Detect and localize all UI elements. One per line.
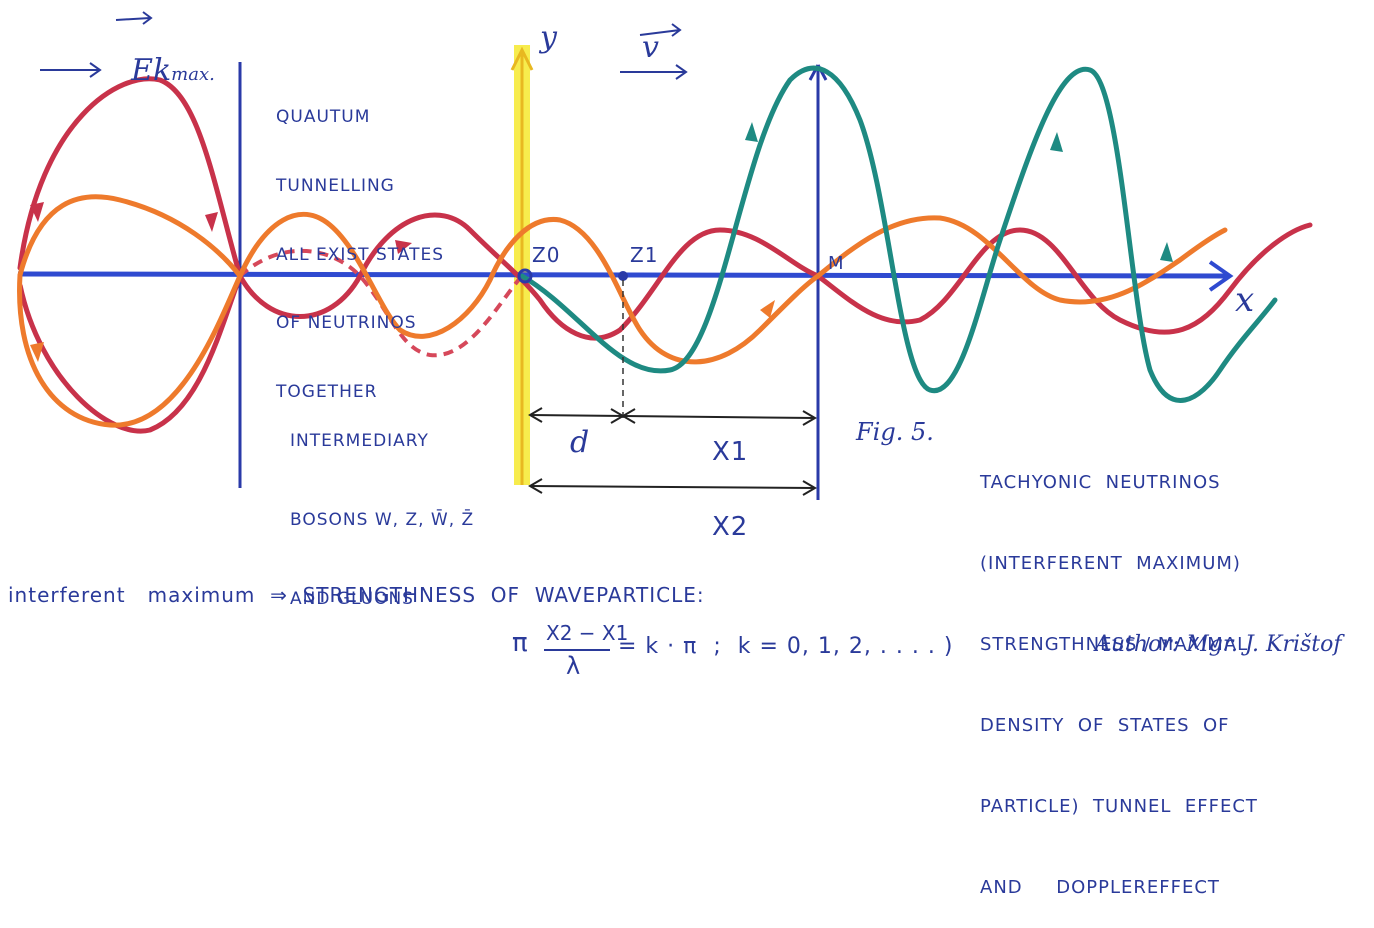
dim-x2-label: X2 <box>712 512 749 542</box>
dim-x1-right-arrow <box>802 410 817 426</box>
formula-right: = k · π ; k = 0, 1, 2, . . . . ) <box>618 634 954 659</box>
y-axis-arrow <box>510 46 534 71</box>
orange-loop-upper <box>17 194 242 278</box>
ek-label: Ekmax. <box>131 53 215 88</box>
teal-arrow-1 <box>745 122 758 142</box>
bosons-note: INTERMEDIARY BOSONS W, Z, W̄, Z̄ AND GLU… <box>290 430 475 609</box>
x-axis-arrow <box>1208 260 1234 292</box>
ek-vector-bar <box>115 17 151 21</box>
dim-x2-right-arrow <box>802 480 817 496</box>
formula-denominator: λ <box>566 652 582 680</box>
orange-wave <box>17 212 1228 428</box>
teal-arrow-3 <box>1160 242 1173 262</box>
figure-label: Fig. 5. <box>856 418 934 446</box>
dim-x1-left-arrow <box>621 408 636 424</box>
formula-numerator: X2 − X1 <box>546 621 629 645</box>
point-z0-label: Z0 <box>532 243 561 267</box>
point-m-label: M <box>828 253 845 274</box>
dim-x2 <box>529 485 816 489</box>
dim-d-left-arrow <box>528 407 543 423</box>
red-arrow-2 <box>30 202 44 222</box>
dim-d-label: d <box>570 425 590 460</box>
dim-d-x1 <box>529 414 816 419</box>
ek-vector-head <box>142 11 153 25</box>
point-z1 <box>618 271 628 281</box>
teal-arrow-2 <box>1050 132 1063 152</box>
red-arrow-1 <box>205 212 218 232</box>
dim-x1-label: X1 <box>712 437 749 467</box>
interferent-line: interferent maximum ⇒ STRENGTHNESS OF WA… <box>8 583 705 607</box>
v-vector-bar <box>639 29 681 36</box>
v-vector-head <box>671 23 682 37</box>
point-z0 <box>517 268 533 284</box>
orange-arrow-1 <box>30 342 44 362</box>
y-axis-label: y <box>540 20 557 55</box>
tachyonic-note: TACHYONIC NEUTRINOS (INTERFERENT MAXIMUM… <box>980 472 1258 898</box>
teal-wave <box>519 65 1278 403</box>
v-arrow-head <box>675 64 688 80</box>
formula-pi: π <box>512 628 529 658</box>
wave-diagram <box>17 11 1313 651</box>
point-z1-label: Z1 <box>630 243 659 267</box>
author-signature: Author: Mgr. J. Krištof <box>1095 632 1342 657</box>
dim-x2-left-arrow <box>528 478 543 494</box>
ek-arrow-head <box>89 62 102 78</box>
quantum-tunnelling-note: QUAUTUM TUNNELLING ALL EXIST STATES OF N… <box>276 106 445 403</box>
red-loop-lower <box>17 275 243 434</box>
x-axis-label: x <box>1235 280 1255 320</box>
orange-arrow-2 <box>395 240 412 254</box>
orange-arrow-3 <box>760 300 775 318</box>
red-wave <box>17 76 1313 341</box>
velocity-label: v <box>642 30 659 65</box>
